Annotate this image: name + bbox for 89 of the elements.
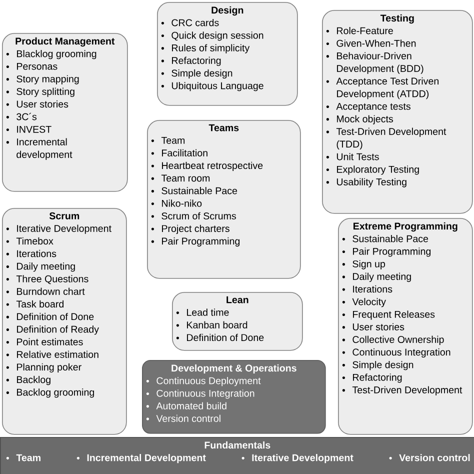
category-box bbox=[157, 2, 298, 106]
list-item: Acceptance Test Driven Development (ATDD) bbox=[326, 77, 438, 100]
list-item: Frequent Releases bbox=[342, 310, 435, 320]
list-item: Unit Tests bbox=[326, 153, 379, 160]
category-box bbox=[338, 218, 473, 435]
list-item: Mock objects bbox=[326, 115, 394, 124]
box-heading: Teams bbox=[208, 124, 239, 132]
list-item: Pair Programming bbox=[342, 248, 431, 257]
list-item: Story mapping bbox=[6, 75, 79, 84]
list-item: Timebox bbox=[6, 237, 54, 245]
list-item: Sustainable Pace bbox=[151, 187, 238, 194]
list-item: Iterations bbox=[342, 285, 392, 293]
category-box bbox=[322, 10, 473, 214]
list-item: Team bbox=[151, 137, 185, 144]
list-item: Team bbox=[6, 454, 40, 462]
list-item: Daily meeting bbox=[6, 262, 75, 272]
list-item: Daily meeting bbox=[342, 272, 411, 282]
list-item: Refactoring bbox=[161, 56, 221, 66]
list-item: Point estimates bbox=[6, 338, 83, 346]
list-item: Blacklog grooming bbox=[6, 50, 96, 60]
list-item: Continuous Deployment bbox=[146, 377, 261, 386]
list-item: Continuous Integration bbox=[342, 348, 450, 358]
list-item: Three Questions bbox=[6, 275, 88, 284]
list-item: Continuous Integration bbox=[146, 390, 254, 399]
list-item: Scrum of Scrums bbox=[151, 212, 236, 220]
category-box bbox=[2, 33, 128, 192]
list-item: Pair Programming bbox=[151, 237, 240, 247]
list-item: Kanban board bbox=[176, 321, 248, 328]
list-item: Niko-niko bbox=[151, 200, 202, 207]
list-item: User stories bbox=[342, 323, 404, 330]
list-item: Personas bbox=[6, 62, 58, 70]
box-heading: Design bbox=[212, 6, 244, 16]
list-item: Iterative Development bbox=[6, 224, 112, 234]
list-item: Velocity bbox=[342, 298, 386, 308]
category-box bbox=[172, 292, 303, 351]
list-item: Definition of Done bbox=[6, 312, 94, 320]
list-item: Definition of Ready bbox=[6, 326, 99, 335]
list-item: Test-Driven Development (TDD) bbox=[326, 128, 446, 150]
list-item: Refactoring bbox=[342, 374, 402, 383]
list-item: Simple design bbox=[161, 69, 232, 79]
list-item: Incremental development bbox=[6, 138, 72, 160]
list-item: Task board bbox=[6, 300, 64, 308]
list-item: Version control bbox=[146, 414, 220, 422]
list-item: Acceptance tests bbox=[326, 102, 410, 112]
category-box bbox=[2, 208, 127, 435]
box-heading: Scrum bbox=[49, 212, 80, 220]
list-item: Relative estimation bbox=[6, 350, 98, 358]
box-heading: Product Management bbox=[16, 37, 115, 47]
box-heading: Fundamentals bbox=[204, 441, 270, 449]
list-item: Behaviour-Driven Development (BDD) bbox=[326, 52, 424, 74]
list-item: Lead time bbox=[176, 308, 229, 316]
list-item: Usability Testing bbox=[326, 178, 406, 188]
box-heading: Lean bbox=[226, 296, 248, 304]
list-item: Project charters bbox=[151, 224, 230, 234]
list-item: Incremental Development bbox=[76, 454, 206, 464]
box-heading: Extreme Programming bbox=[354, 222, 458, 232]
list-item: Facilitation bbox=[151, 149, 208, 156]
list-item: Rules of simplicity bbox=[161, 44, 250, 54]
list-item: Collective Ownership bbox=[342, 336, 444, 345]
list-item: Planning poker bbox=[6, 363, 82, 372]
list-item: Given-When-Then bbox=[326, 40, 416, 47]
list-item: Team room bbox=[151, 174, 210, 182]
category-box bbox=[147, 120, 301, 279]
list-item: User stories bbox=[6, 100, 68, 108]
list-item: Heartbeat retrospective bbox=[151, 162, 263, 171]
list-item: Sign up bbox=[342, 260, 385, 270]
list-item: Exploratory Testing bbox=[326, 166, 419, 175]
list-item: Test-Driven Development bbox=[342, 386, 462, 396]
list-item: CRC cards bbox=[161, 19, 219, 26]
box-heading: Development & Operations bbox=[172, 364, 296, 374]
list-item: Definition of Done bbox=[176, 334, 264, 342]
list-item: Sustainable Pace bbox=[342, 235, 428, 242]
list-item: Simple design bbox=[342, 361, 414, 370]
list-item: Version control bbox=[389, 454, 470, 462]
list-item: 3C´s bbox=[6, 112, 37, 120]
list-item: INVEST bbox=[6, 126, 52, 133]
list-item: Story splitting bbox=[6, 88, 74, 97]
list-item: Iterative Development bbox=[242, 454, 354, 464]
list-item: Quick design session bbox=[161, 32, 264, 41]
category-box bbox=[0, 437, 474, 474]
category-box bbox=[142, 360, 326, 434]
list-item: Role-Feature bbox=[326, 27, 393, 34]
list-item: Ubiquitous Language bbox=[161, 82, 264, 92]
list-item: Backlog bbox=[6, 376, 50, 386]
list-item: Automated build bbox=[146, 402, 226, 410]
list-item: Burndown chart bbox=[6, 288, 85, 295]
list-item: Backlog grooming bbox=[6, 388, 94, 398]
list-item: Iterations bbox=[6, 250, 56, 258]
box-heading: Testing bbox=[380, 14, 414, 24]
